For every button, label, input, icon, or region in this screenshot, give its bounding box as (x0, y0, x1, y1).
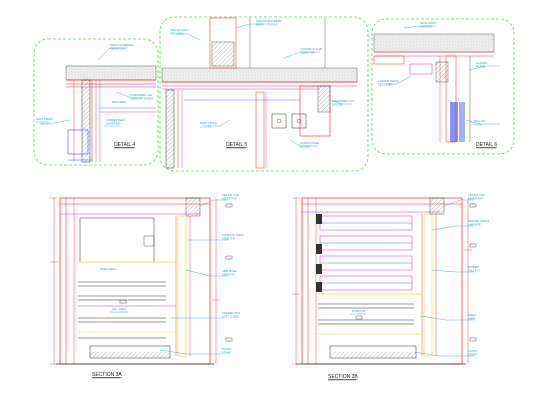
svg-text:ALUM.: ALUM. (474, 123, 482, 127)
detail-5-label: DETAIL 5 (226, 142, 247, 148)
svg-text:SYSTEM: SYSTEM (332, 103, 343, 107)
svg-text:PAINT FINISH: PAINT FINISH (200, 121, 217, 125)
svg-text:SHELF: SHELF (468, 313, 477, 317)
svg-text:FULL EXT.: FULL EXT. (468, 269, 481, 273)
detail-4-label: DETAIL 4 (114, 142, 135, 148)
svg-text:PLINTH: PLINTH (222, 347, 231, 351)
svg-text:CEILING LINE: CEILING LINE (222, 193, 239, 197)
svg-text:CEILING LINE: CEILING LINE (468, 193, 485, 197)
svg-text:100MM: 100MM (222, 351, 231, 355)
svg-text:100MM: 100MM (468, 353, 477, 357)
svg-text:LAMINATE: LAMINATE (468, 223, 481, 227)
svg-text:600X600: 600X600 (300, 145, 311, 149)
svg-text:CURTAIN TRACK: CURTAIN TRACK (378, 79, 399, 83)
svg-text:MULLION: MULLION (474, 119, 486, 123)
svg-text:BULKHEAD: BULKHEAD (112, 100, 126, 104)
svg-text:DRAWER FRONT: DRAWER FRONT (468, 219, 489, 223)
svg-text:WORKTOP: WORKTOP (352, 309, 366, 313)
svg-text:RECESSED: RECESSED (378, 83, 392, 87)
svg-text:EXISTING: EXISTING (420, 25, 432, 29)
svg-text:OPEN SHELF: OPEN SHELF (100, 267, 117, 271)
detail-6-label: DETAIL 6 (476, 142, 497, 148)
svg-text:18MM THK: 18MM THK (222, 237, 235, 241)
svg-text:RUNNER: RUNNER (468, 265, 479, 269)
svg-text:SOFT CLOSE: SOFT CLOSE (222, 315, 239, 319)
svg-text:FIRE SEALANT: FIRE SEALANT (170, 28, 189, 32)
svg-text:2 COATS: 2 COATS (200, 125, 211, 129)
svg-text:CONCRETE SLAB: CONCRETE SLAB (300, 47, 322, 51)
svg-text:150MM THK: 150MM THK (300, 51, 315, 55)
svg-text:FINISH SCHEDULE: FINISH SCHEDULE (110, 43, 134, 47)
svg-text:DRAWER UNIT: DRAWER UNIT (222, 311, 241, 315)
svg-text:PAINT FINISH: PAINT FINISH (36, 117, 53, 121)
svg-text:SLAB SOFFIT: SLAB SOFFIT (420, 21, 437, 25)
svg-text:TO MATCH: TO MATCH (36, 121, 49, 125)
svg-text:SUSPENDED CLG: SUSPENDED CLG (130, 93, 152, 97)
svg-text:CORNER BEAD: CORNER BEAD (106, 118, 125, 122)
svg-text:REFER RCP: REFER RCP (222, 197, 237, 201)
svg-text:SIDE PANEL: SIDE PANEL (222, 269, 238, 273)
svg-text:SUSPENDED CLG: SUSPENDED CLG (332, 99, 354, 103)
section-3b-label: SECTION 3B (328, 374, 358, 380)
svg-text:FRAME: FRAME (476, 65, 485, 69)
svg-text:GLAZING: GLAZING (476, 61, 487, 65)
svg-text:REFER STR DWG: REFER STR DWG (256, 23, 278, 27)
svg-text:PLINTH: PLINTH (468, 349, 477, 353)
svg-text:STRUCTURAL BEAM: STRUCTURAL BEAM (256, 19, 281, 23)
svg-text:PLYWOOD SHELF: PLYWOOD SHELF (222, 233, 245, 237)
svg-text:ALUMINIUM: ALUMINIUM (106, 122, 121, 126)
svg-text:REFER RCP: REFER RCP (468, 197, 483, 201)
svg-text:REFER DWG: REFER DWG (110, 47, 126, 51)
svg-text:LAMINATE: LAMINATE (222, 273, 235, 277)
svg-text:12MM GYP BOARD: 12MM GYP BOARD (130, 97, 153, 101)
svg-text:18MM: 18MM (468, 317, 475, 321)
svg-text:GAP 10MM: GAP 10MM (170, 32, 183, 36)
drawer-stack (316, 214, 413, 292)
section-3a-label: SECTION 3A (92, 372, 122, 378)
svg-text:ADJ. SHELF: ADJ. SHELF (112, 307, 127, 311)
svg-text:ACCESS PANEL: ACCESS PANEL (300, 141, 320, 145)
